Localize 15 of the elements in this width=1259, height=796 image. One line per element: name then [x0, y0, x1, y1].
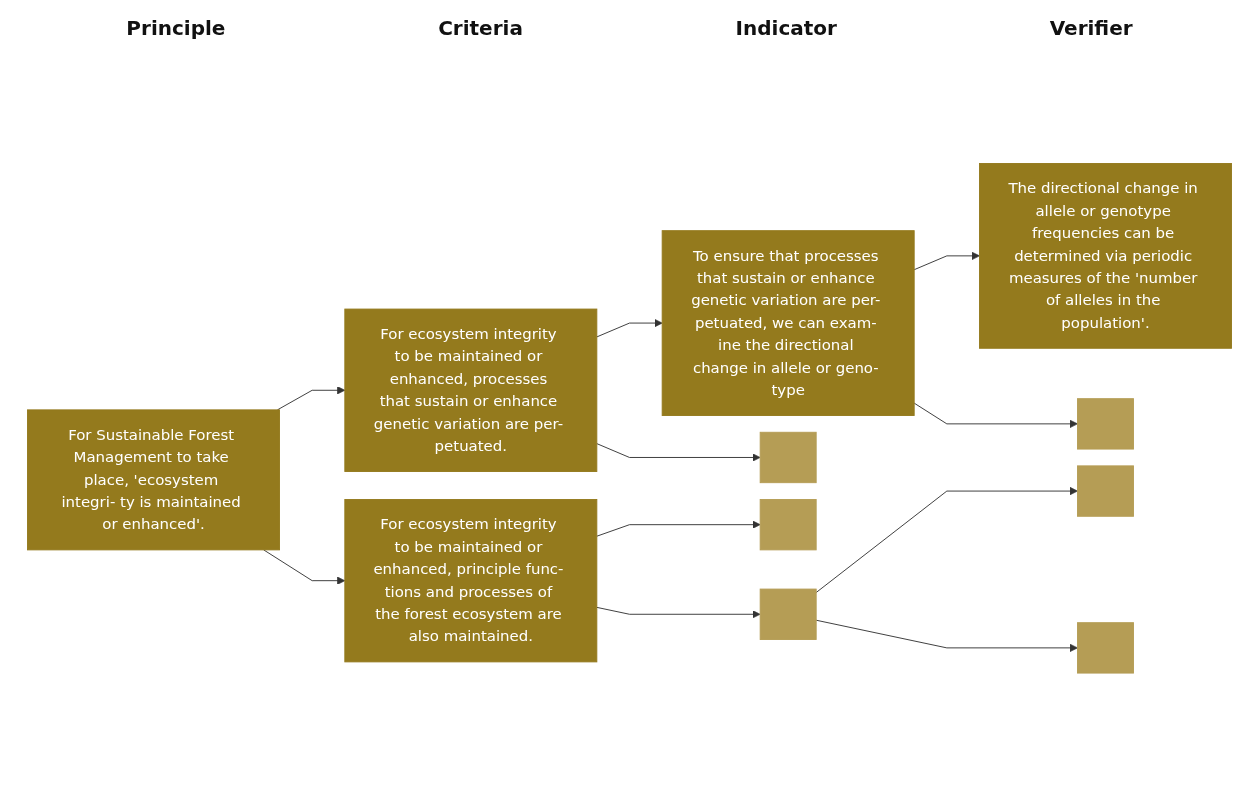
node-box	[759, 431, 817, 483]
column-heading: Criteria	[438, 16, 523, 40]
node-box	[1077, 465, 1134, 517]
column-heading: Principle	[126, 16, 226, 40]
node-box	[759, 588, 817, 640]
column-heading: Indicator	[735, 16, 837, 40]
node-box: To ensure that processes that sustain or enhance genetic variation are per- petuated, we can exam- ine the directional change in allele or geno- type	[661, 229, 915, 416]
node-box: For ecosystem integrity to be maintained or enhanced, principle func- tions and processes of the forest ecosystem are also maintained.	[344, 498, 598, 663]
node-box	[759, 498, 817, 551]
node-box: For Sustainable Forest Management to take place, 'ecosystem integri- ty is maintained or enhanced'.	[27, 409, 280, 551]
node-box	[1077, 621, 1134, 674]
column-heading: Verifier	[1049, 16, 1133, 40]
node-box: The directional change in allele or genotype frequencies can be determined via periodic measures of the 'number of alleles in the population'.	[979, 162, 1232, 349]
node-box: For ecosystem integrity to be maintained or enhanced, processes that sustain or enhance genetic variation are per- petuated.	[344, 308, 598, 472]
node-box	[1077, 397, 1134, 450]
